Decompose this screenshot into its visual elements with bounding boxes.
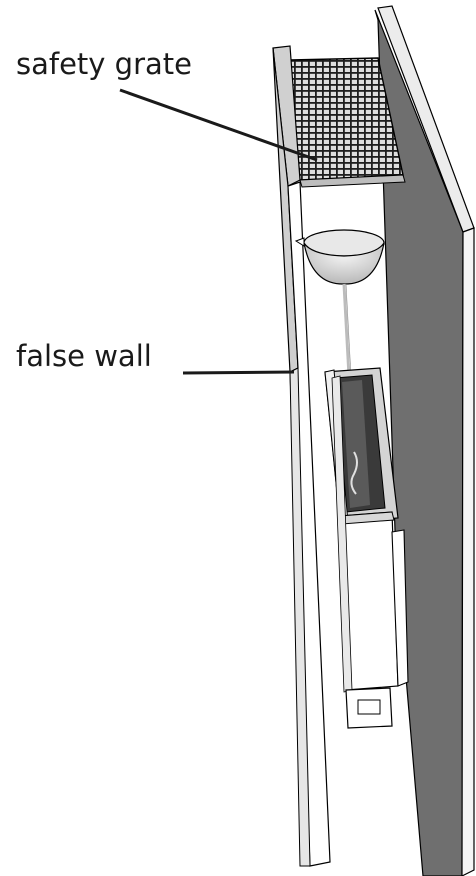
basin-spout bbox=[294, 237, 305, 247]
false-wall-label: false wall bbox=[16, 339, 152, 373]
trough-inner-highlight bbox=[342, 380, 370, 508]
false-wall-leader bbox=[182, 370, 295, 375]
safety-grate-leader bbox=[119, 88, 318, 162]
support-stand-slot bbox=[357, 699, 381, 715]
safety-grate-rim bbox=[299, 174, 406, 188]
back-wall-side bbox=[461, 227, 475, 876]
housing-side-panel bbox=[391, 529, 409, 687]
false-wall-lower-strip bbox=[289, 367, 311, 867]
water-splash bbox=[350, 451, 358, 495]
safety-grate-label: safety grate bbox=[16, 47, 192, 81]
basin-bowl bbox=[303, 242, 385, 285]
